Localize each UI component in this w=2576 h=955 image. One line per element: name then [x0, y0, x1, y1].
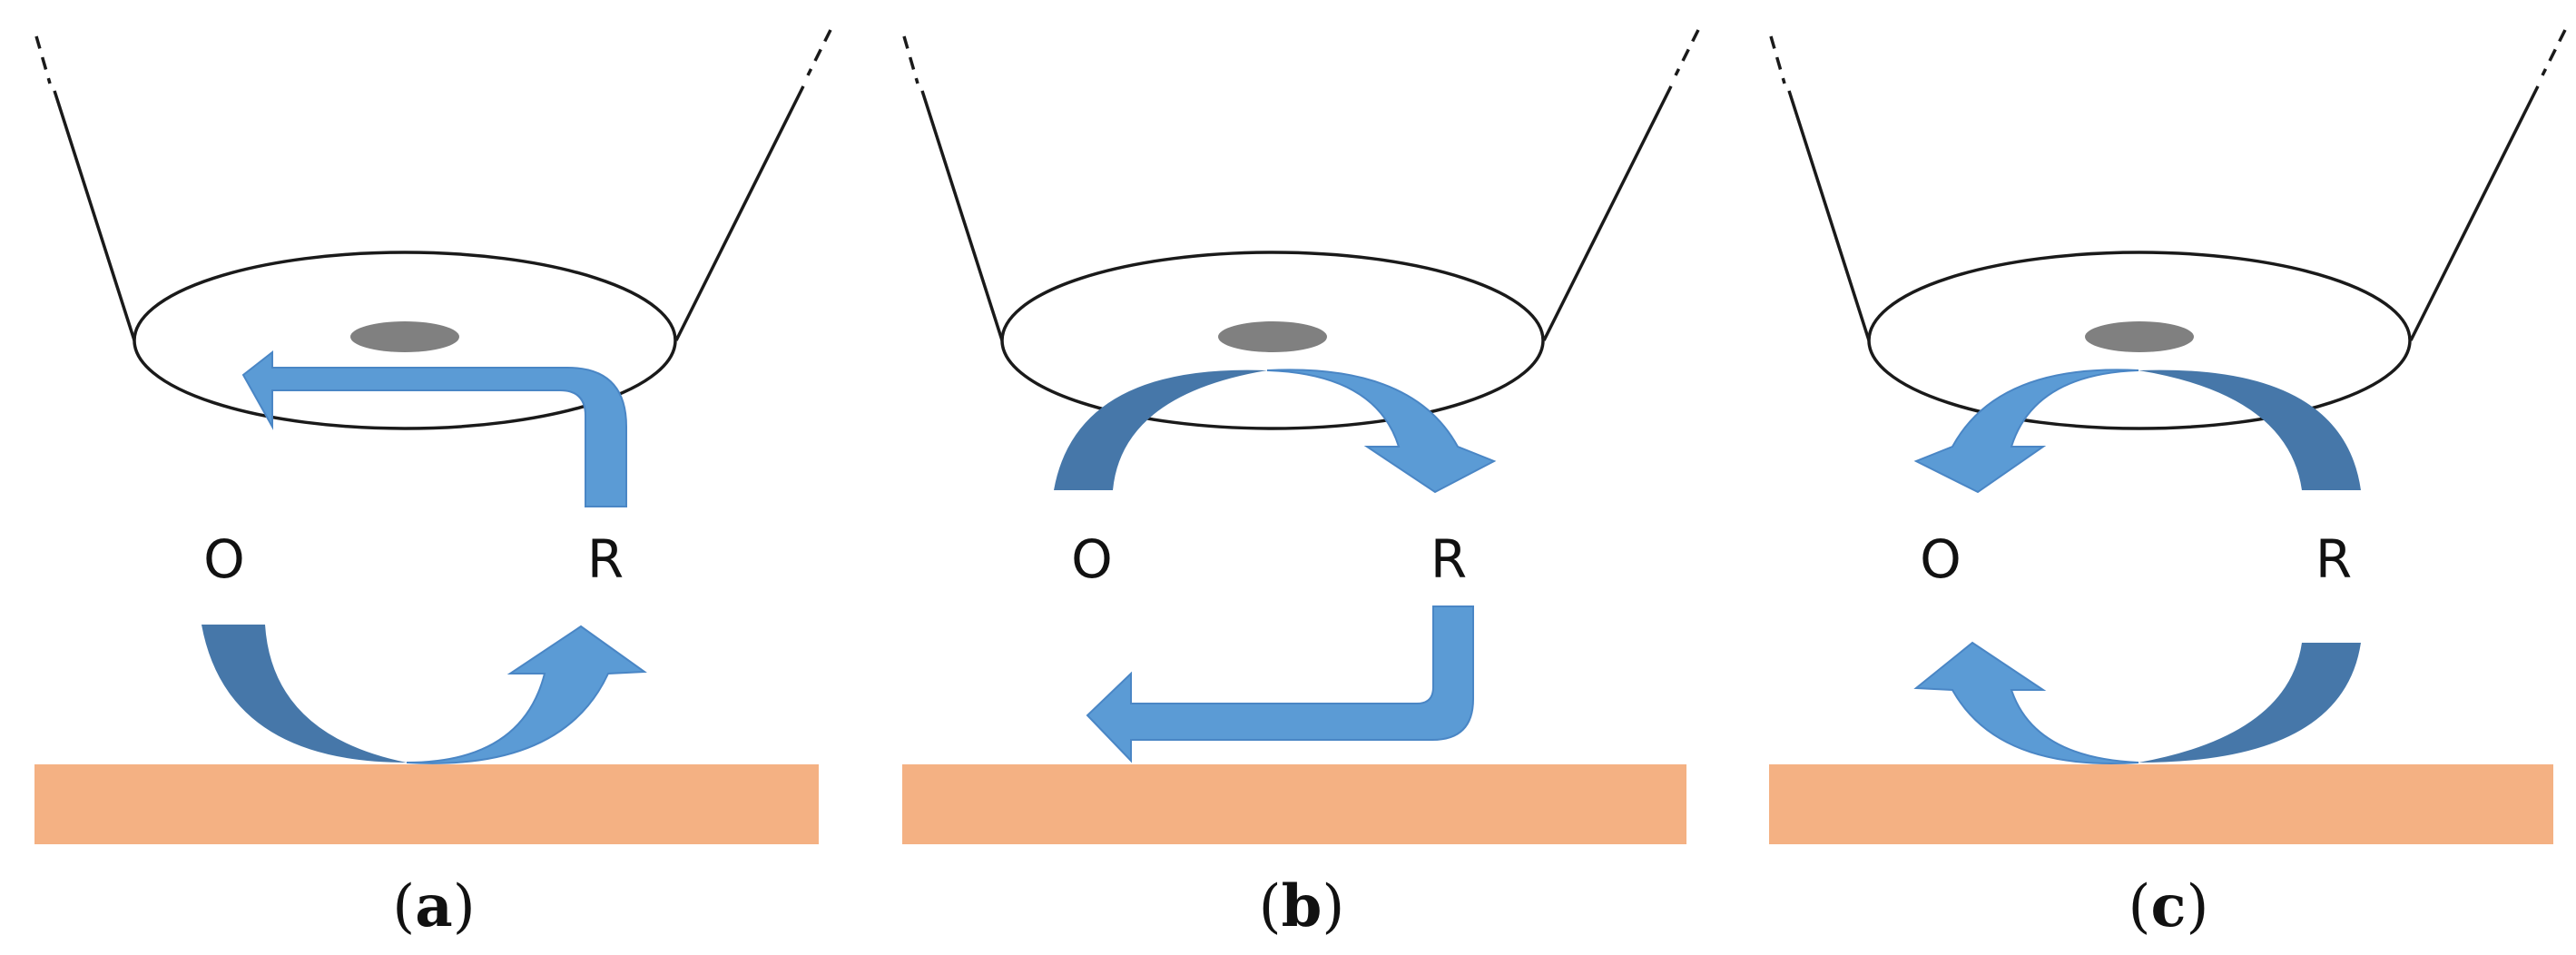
- panel-label-c: (c): [2129, 872, 2209, 940]
- panel-a: O R (a): [34, 28, 832, 940]
- species-label-r-b: R: [1431, 528, 1467, 590]
- arc-dark-half-b: [1054, 369, 1267, 490]
- arc-dark-half-c-bottom: [2138, 643, 2361, 763]
- panel-label-b: (b): [1259, 872, 1345, 940]
- panel-label-a: (a): [392, 872, 475, 940]
- panel-b: O R (b): [902, 28, 1700, 940]
- tip-assembly-c: [1769, 28, 2567, 430]
- species-label-r-c: R: [2315, 528, 2352, 590]
- arc-dark-half-a: [202, 625, 407, 763]
- species-label-o-b: O: [1071, 528, 1113, 590]
- species-label-r-a: R: [587, 528, 624, 590]
- arrow-r-to-o-at-tip-a: [241, 350, 627, 507]
- arc-light-half-b: [1266, 369, 1497, 494]
- arc-light-half-a: [406, 625, 647, 764]
- species-label-o-c: O: [1920, 528, 1961, 590]
- panel-c: O R (c): [1769, 28, 2567, 940]
- arc-light-half-c-bottom: [1913, 641, 2139, 764]
- arc-dark-half-c: [2138, 369, 2361, 490]
- arrow-r-to-o-at-substrate-b: [1086, 605, 1474, 763]
- tip-assembly-b: [902, 28, 1700, 430]
- substrate-b: [902, 764, 1686, 844]
- substrate-c: [1769, 764, 2553, 844]
- substrate-a: [34, 764, 819, 844]
- arc-light-half-c: [1913, 369, 2139, 494]
- species-label-o-a: O: [203, 528, 245, 590]
